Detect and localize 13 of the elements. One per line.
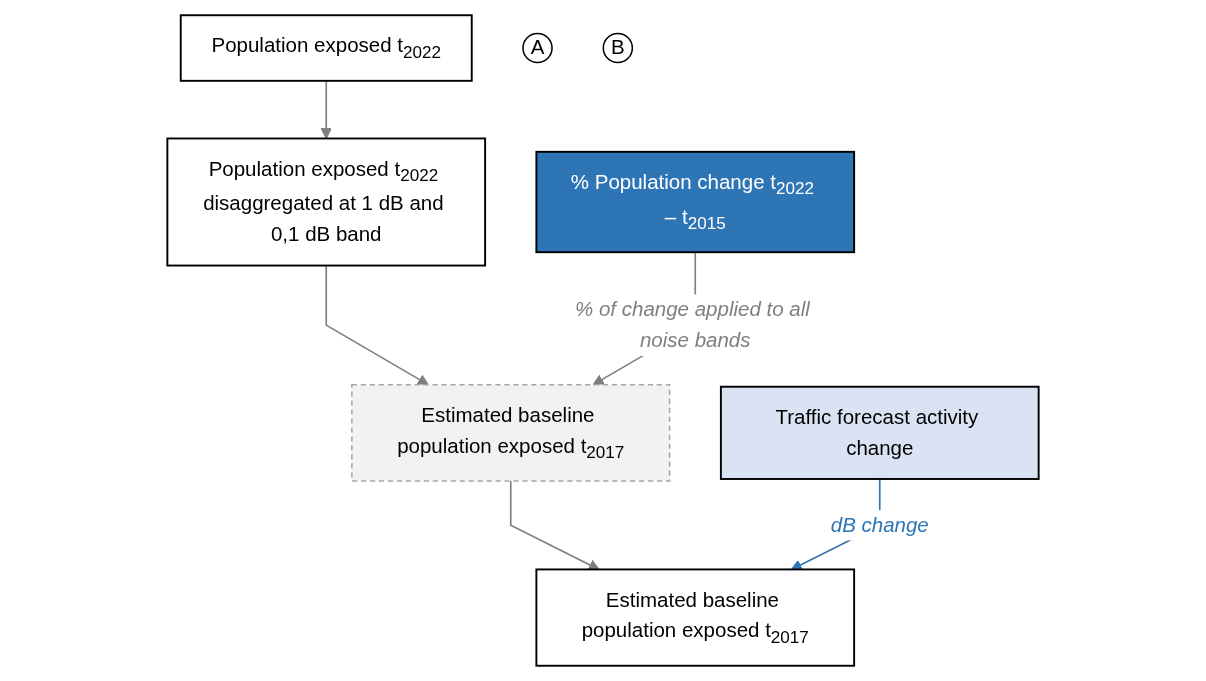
- arrow: [325, 264, 429, 386]
- node-circle: A: [522, 32, 553, 64]
- node-box: Estimated baseline population exposed t$_{2017}$: [535, 568, 856, 667]
- node-circle: B: [602, 32, 634, 64]
- node-box: % Population change t$_{2022}$ – t$_{2015}$: [535, 150, 856, 254]
- edge-label: % of change applied to all noise bands: [575, 298, 810, 351]
- edge-label: dB change: [830, 513, 929, 536]
- node-box: Population exposed t$_{2022}$: [179, 14, 473, 82]
- node-box: Estimated baseline population exposed t$_{2017}$: [351, 383, 671, 482]
- arrow: [320, 80, 332, 139]
- node-box: Traffic forecast activity change: [719, 385, 1040, 480]
- arrow: [509, 480, 600, 570]
- node-box: Population exposed t$_{2022}$ disaggregated at 1 dB and 0,1 dB band: [166, 137, 487, 267]
